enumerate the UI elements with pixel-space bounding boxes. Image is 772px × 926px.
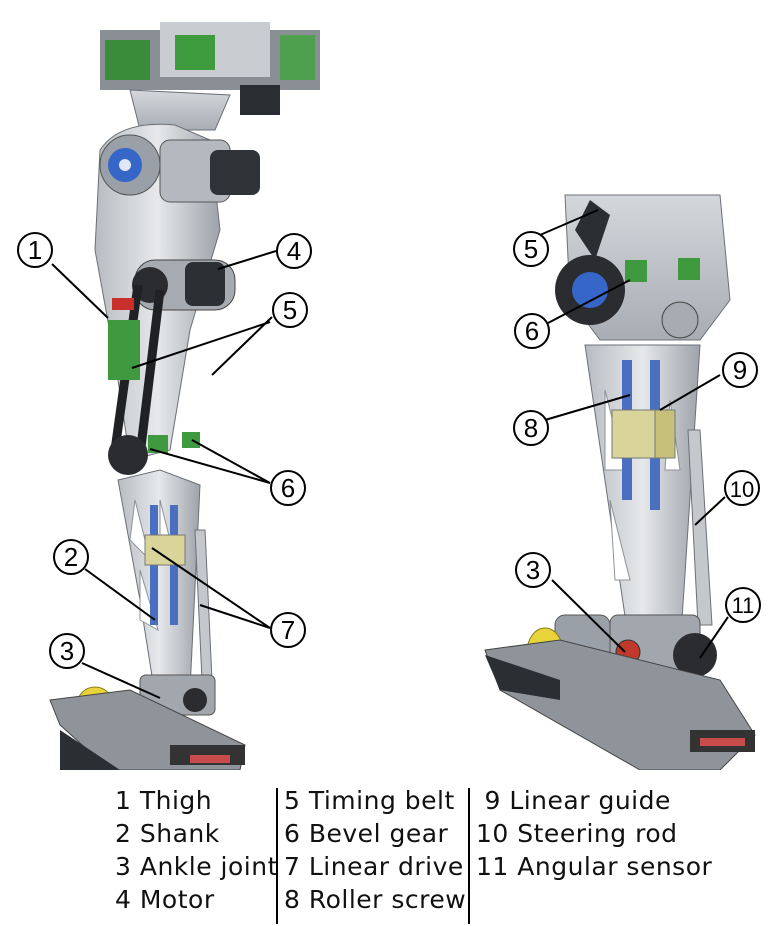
callout-3-right: 3 — [515, 552, 551, 588]
left-callout-leaders — [51, 250, 277, 699]
callout-1: 1 — [17, 232, 53, 268]
legend-item: 6 Bevel gear — [284, 819, 449, 848]
svg-text:6: 6 — [281, 473, 295, 503]
legend-item: 9 Linear guide — [484, 786, 671, 815]
legend-item: 5 Timing belt — [284, 786, 455, 815]
svg-text:3: 3 — [60, 636, 74, 666]
legend-item: 8 Roller screw — [284, 885, 467, 914]
callout-11: 11 — [725, 587, 761, 623]
svg-text:1: 1 — [28, 235, 42, 265]
parts-legend: 1 Thigh 2 Shank 3 Ankle joint 4 Motor 5 … — [0, 780, 772, 926]
legend-item: 7 Linear drive — [284, 852, 464, 881]
left-leg-illustration — [49, 22, 320, 770]
svg-text:5: 5 — [283, 295, 297, 325]
svg-text:5: 5 — [524, 234, 538, 264]
svg-text:9: 9 — [733, 355, 747, 385]
legend-column-3: 9 Linear guide 10 Steering rod 11 Angula… — [476, 784, 712, 883]
svg-text:8: 8 — [524, 413, 538, 443]
callout-6-left: 6 — [270, 470, 306, 506]
callout-6-right: 6 — [514, 313, 550, 349]
svg-text:4: 4 — [287, 236, 301, 266]
legend-item: 2 Shank — [115, 819, 220, 848]
callout-3-left: 3 — [49, 633, 85, 669]
callout-2: 2 — [53, 539, 89, 575]
svg-text:10: 10 — [730, 477, 754, 502]
callout-9: 9 — [722, 352, 758, 388]
right-callout-leaders — [539, 209, 729, 659]
svg-text:6: 6 — [525, 316, 539, 346]
legend-divider — [276, 788, 278, 924]
callout-7: 7 — [270, 612, 306, 648]
callout-5-left: 5 — [272, 292, 308, 328]
svg-text:3: 3 — [526, 555, 540, 585]
svg-text:7: 7 — [281, 615, 295, 645]
callout-8: 8 — [513, 410, 549, 446]
callout-4: 4 — [276, 233, 312, 269]
legend-item: 4 Motor — [115, 885, 215, 914]
prosthetic-leg-diagram: 1 4 5 6 2 7 3 5 6 9 8 10 — [17, 22, 761, 770]
callout-10: 10 — [724, 470, 760, 506]
right-leg-illustration — [484, 194, 756, 770]
legend-item: 1 Thigh — [115, 786, 213, 815]
legend-column-1: 1 Thigh 2 Shank 3 Ankle joint 4 Motor — [115, 784, 278, 916]
legend-divider — [468, 788, 470, 924]
callout-5-right: 5 — [513, 231, 549, 267]
legend-item: 11 Angular sensor — [476, 852, 713, 881]
svg-text:11: 11 — [732, 593, 755, 618]
legend-item: 10 Steering rod — [476, 819, 678, 848]
legend-item: 3 Ankle joint — [115, 852, 278, 881]
svg-text:2: 2 — [64, 542, 78, 572]
legend-column-2: 5 Timing belt 6 Bevel gear 7 Linear driv… — [284, 784, 466, 916]
